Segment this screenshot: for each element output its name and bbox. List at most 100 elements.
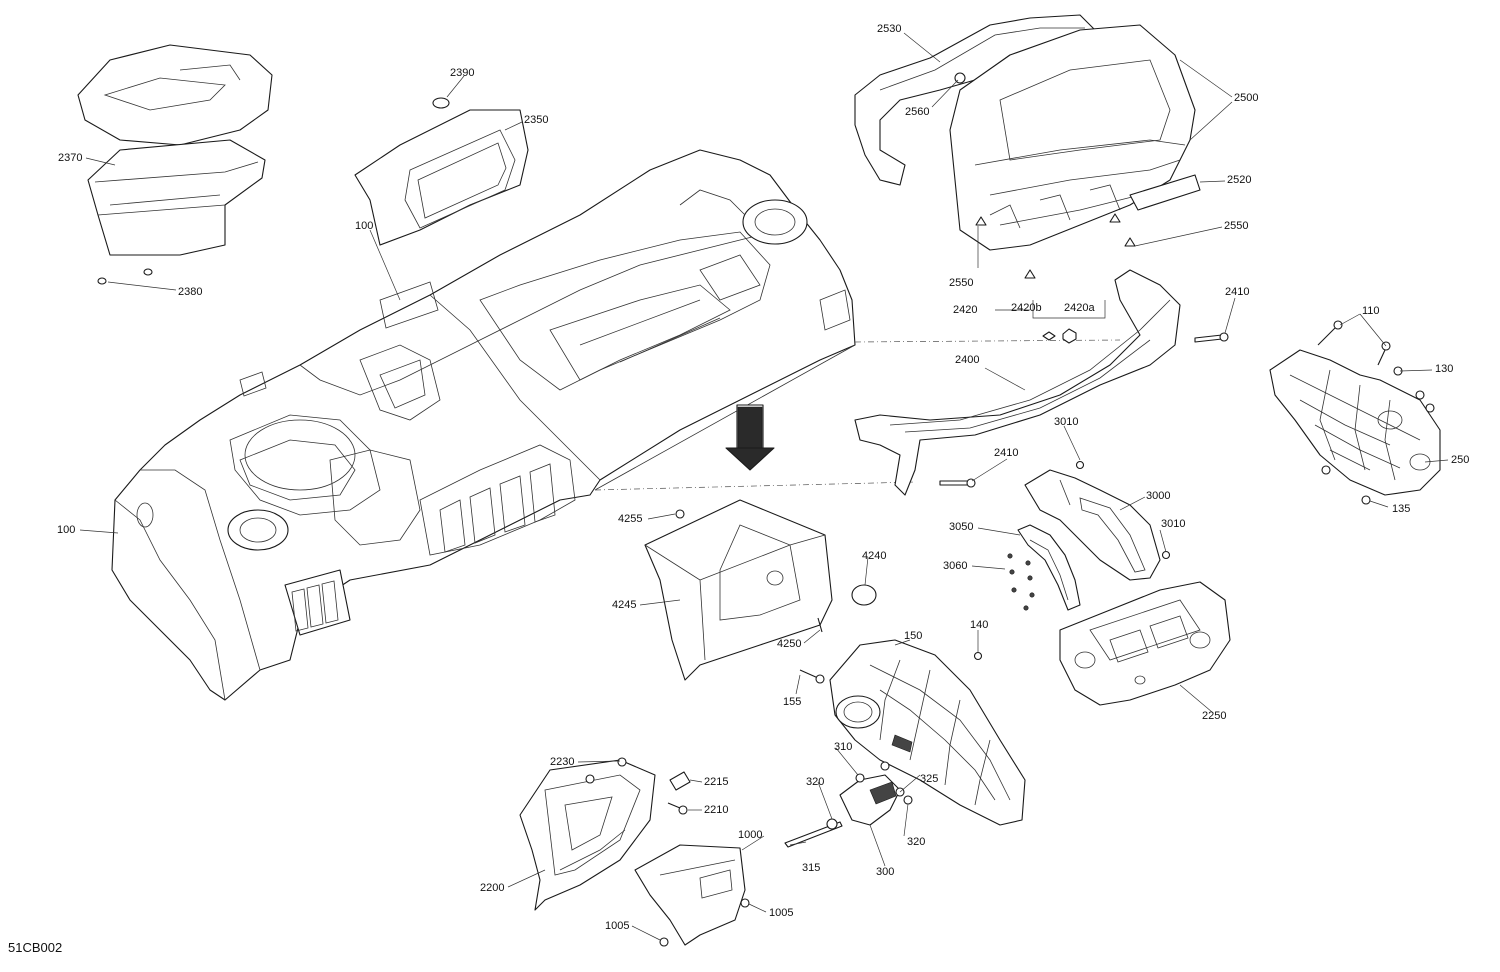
cover-3000 bbox=[1024, 469, 1161, 581]
screw-110-a bbox=[1317, 320, 1343, 346]
screw-130-b bbox=[1415, 390, 1425, 400]
callout-130: 130 bbox=[1435, 363, 1454, 375]
screw-310 bbox=[855, 773, 865, 783]
callout-110: 110 bbox=[1362, 305, 1380, 317]
callout-100-left: 100 bbox=[57, 524, 76, 536]
callout-2390: 2390 bbox=[450, 67, 475, 79]
screw-2380-a bbox=[97, 277, 107, 285]
callout-2200: 2200 bbox=[480, 882, 505, 894]
nut-2550-a bbox=[975, 216, 987, 226]
callout-2520: 2520 bbox=[1227, 174, 1252, 186]
washer-135-a bbox=[1321, 465, 1331, 475]
screw-2380-b bbox=[143, 268, 153, 276]
glovebox-4245 bbox=[644, 499, 877, 681]
bolt-2410-upper bbox=[1194, 332, 1229, 343]
upper-console-2500 bbox=[854, 14, 1201, 251]
callout-2350: 2350 bbox=[524, 114, 549, 126]
screw-130-c bbox=[1425, 403, 1435, 413]
callout-2215: 2215 bbox=[704, 776, 729, 788]
bezel-2350 bbox=[354, 97, 529, 246]
screw-2230-b bbox=[617, 757, 627, 767]
screw-2230-a bbox=[585, 774, 595, 784]
leader-lines bbox=[79, 32, 1449, 941]
callout-315: 315 bbox=[802, 862, 821, 874]
screw-110-b bbox=[1377, 341, 1391, 366]
screw-140 bbox=[973, 651, 983, 661]
callout-2530: 2530 bbox=[877, 23, 902, 35]
clip-2215 bbox=[669, 771, 691, 791]
callout-2420b: 2420b bbox=[1011, 302, 1042, 314]
callout-3050: 3050 bbox=[949, 521, 974, 533]
callout-310: 310 bbox=[834, 741, 853, 753]
screw-4255 bbox=[675, 509, 685, 519]
storage-lid-2370 bbox=[77, 44, 273, 256]
callout-2370: 2370 bbox=[58, 152, 83, 164]
screw-3010-a bbox=[1075, 460, 1085, 470]
callout-4240: 4240 bbox=[862, 550, 887, 562]
pin-4250 bbox=[817, 617, 823, 633]
bracket-300 bbox=[784, 761, 913, 848]
nut-2550-c bbox=[1124, 237, 1136, 247]
callout-320-right: 320 bbox=[907, 836, 926, 848]
callout-2550-right: 2550 bbox=[1224, 220, 1249, 232]
assembly-arrow bbox=[725, 404, 775, 471]
callout-1000: 1000 bbox=[738, 829, 763, 841]
callout-3010-upper: 3010 bbox=[1054, 416, 1079, 428]
screw-1005-b bbox=[659, 937, 669, 947]
callout-4245: 4245 bbox=[612, 599, 637, 611]
panel-2250 bbox=[1059, 581, 1231, 706]
callout-140: 140 bbox=[970, 619, 989, 631]
crossmember-2400 bbox=[854, 269, 1181, 496]
nut-2550-b bbox=[1109, 213, 1121, 223]
screw-3010-b bbox=[1161, 550, 1171, 560]
alignment-line-lower bbox=[594, 481, 916, 491]
callout-4250: 4250 bbox=[777, 638, 802, 650]
callout-2230: 2230 bbox=[550, 756, 575, 768]
callout-2250: 2250 bbox=[1202, 710, 1227, 722]
callout-155: 155 bbox=[783, 696, 802, 708]
kick-panel-1000 bbox=[634, 844, 750, 947]
callout-2420: 2420 bbox=[953, 304, 978, 316]
nut-2550-d bbox=[1024, 269, 1036, 279]
housing-150 bbox=[799, 639, 1026, 826]
washer-135-b bbox=[1361, 495, 1371, 505]
nut-2420a bbox=[1062, 328, 1077, 344]
callout-4255: 4255 bbox=[618, 513, 643, 525]
screw-1005-a bbox=[740, 898, 750, 908]
callout-2210: 2210 bbox=[704, 804, 729, 816]
callout-2410-upper: 2410 bbox=[1225, 286, 1250, 298]
washer-320-a bbox=[826, 818, 838, 830]
callout-300: 300 bbox=[876, 866, 895, 878]
callout-150: 150 bbox=[904, 630, 923, 642]
clips-3060 bbox=[1007, 553, 1035, 611]
bolt-2410-lower bbox=[939, 478, 976, 488]
callout-3010-lower: 3010 bbox=[1161, 518, 1186, 530]
callout-1005-left: 1005 bbox=[605, 920, 630, 932]
callout-320-left: 320 bbox=[806, 776, 825, 788]
callout-1005-right: 1005 bbox=[769, 907, 794, 919]
callout-2400: 2400 bbox=[955, 354, 980, 366]
cap-4240 bbox=[851, 584, 877, 606]
callout-100-upper: 100 bbox=[355, 220, 374, 232]
callout-2500: 2500 bbox=[1234, 92, 1259, 104]
callout-3000: 3000 bbox=[1146, 490, 1171, 502]
washer-320-b bbox=[903, 795, 913, 805]
callout-2560: 2560 bbox=[905, 106, 930, 118]
alignment-line-upper bbox=[854, 339, 1121, 343]
bolt-315 bbox=[784, 821, 843, 848]
bolt-155 bbox=[799, 669, 825, 684]
callout-3060: 3060 bbox=[943, 560, 968, 572]
bracket-3050 bbox=[1017, 524, 1081, 611]
callout-135: 135 bbox=[1392, 503, 1411, 515]
callout-325: 325 bbox=[920, 773, 939, 785]
callout-2420a: 2420a bbox=[1064, 302, 1095, 314]
lower-panel-2200 bbox=[519, 757, 691, 911]
callout-2380: 2380 bbox=[178, 286, 203, 298]
screw-2210 bbox=[667, 802, 688, 815]
nut-2420b bbox=[1042, 331, 1056, 341]
drawing-reference-code: 51CB002 bbox=[8, 940, 63, 955]
callout-2410-lower: 2410 bbox=[994, 447, 1019, 459]
dashboard-main-panel bbox=[111, 149, 856, 701]
